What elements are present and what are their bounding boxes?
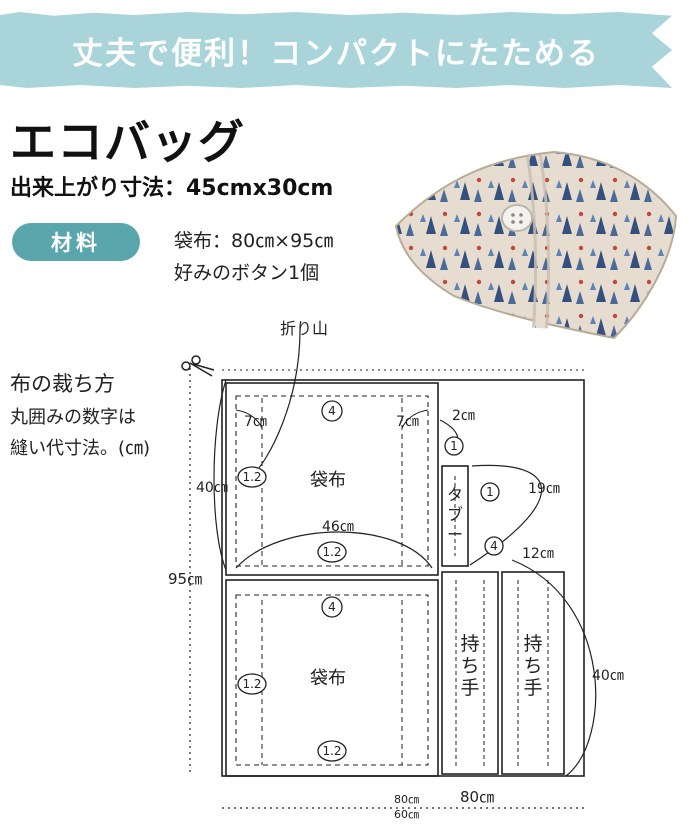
seam-4-top: 4: [328, 404, 336, 418]
scissors-icon: [181, 355, 215, 377]
dim-95: 95㎝: [168, 570, 202, 588]
dim-46: 46㎝: [322, 519, 354, 535]
seam-1-2-upper-bottom: 1.2: [322, 545, 341, 559]
seam-1-tab-side: 1: [486, 485, 494, 499]
materials-badge: 材料: [12, 223, 140, 261]
bag-panel-upper: [225, 382, 439, 576]
dim-2: 2㎝: [452, 408, 475, 424]
dim-80: 80㎝: [460, 788, 494, 806]
seam-1-2-lower-bottom: 1.2: [322, 744, 341, 758]
seam-4-lower: 4: [328, 600, 336, 614]
dim-40-handle: 40㎝: [592, 668, 624, 684]
dim-80-small: 80㎝: [394, 793, 419, 806]
material-item-button: 好みのボタン1個: [174, 262, 320, 284]
handle-piece-1: [441, 571, 499, 775]
tab-char-1: タ: [447, 485, 463, 504]
seam-1-tab-top: 1: [450, 439, 458, 453]
bag-label-lower: 袋布: [310, 668, 346, 689]
handle-piece-2: [501, 571, 565, 775]
bag-label-upper: 袋布: [310, 470, 346, 491]
seam-1-2-lower-left: 1.2: [242, 677, 261, 691]
handle1-char-2: ち: [460, 655, 479, 677]
page-title: エコバッグ: [10, 115, 245, 169]
folded-bag-photo: [394, 150, 678, 340]
header-banner: 丈夫で便利！コンパクトにたためる: [0, 12, 672, 88]
dim-7-left: 7㎝: [244, 414, 267, 430]
seam-1-2-upper-left: 1.2: [242, 470, 261, 484]
dim-60-small: 60㎝: [394, 808, 419, 821]
fold-label: 折り山: [280, 319, 328, 338]
cutting-note-line2: 縫い代寸法。(㎝): [10, 438, 151, 459]
dim-19: 19㎝: [528, 481, 560, 497]
finished-size: 出来上がり寸法：45cmx30cm: [10, 176, 334, 201]
cutting-title: 布の裁ち方: [10, 372, 115, 396]
dim-7-right: 7㎝: [396, 414, 419, 430]
dim-12: 12㎝: [522, 546, 554, 562]
tab-char-2: ブ: [447, 505, 463, 524]
tab-piece: [441, 465, 469, 567]
handle2-char-2: ち: [523, 655, 542, 677]
banner-text: 丈夫で便利！コンパクトにたためる: [72, 35, 600, 72]
handle1-char-3: 手: [460, 677, 479, 699]
handle2-char-1: 持: [523, 633, 542, 655]
seam-4-handle: 4: [490, 539, 498, 553]
cutting-note-line1: 丸囲みの数字は: [10, 407, 136, 428]
cutting-diagram: 4 1.2 1.2 4 1.2 1.2 1 1 4 折り山 袋布 袋布 7㎝ 7…: [168, 319, 624, 821]
dim-40-panel: 40㎝: [196, 480, 228, 496]
seam-circle: [321, 400, 343, 422]
tab-char-3: ー: [447, 525, 463, 544]
bag-panel-lower: [225, 579, 439, 777]
handle2-char-3: 手: [523, 677, 542, 699]
material-item-fabric: 袋布：80㎝×95㎝: [174, 230, 334, 252]
handle1-char-1: 持: [460, 633, 479, 655]
